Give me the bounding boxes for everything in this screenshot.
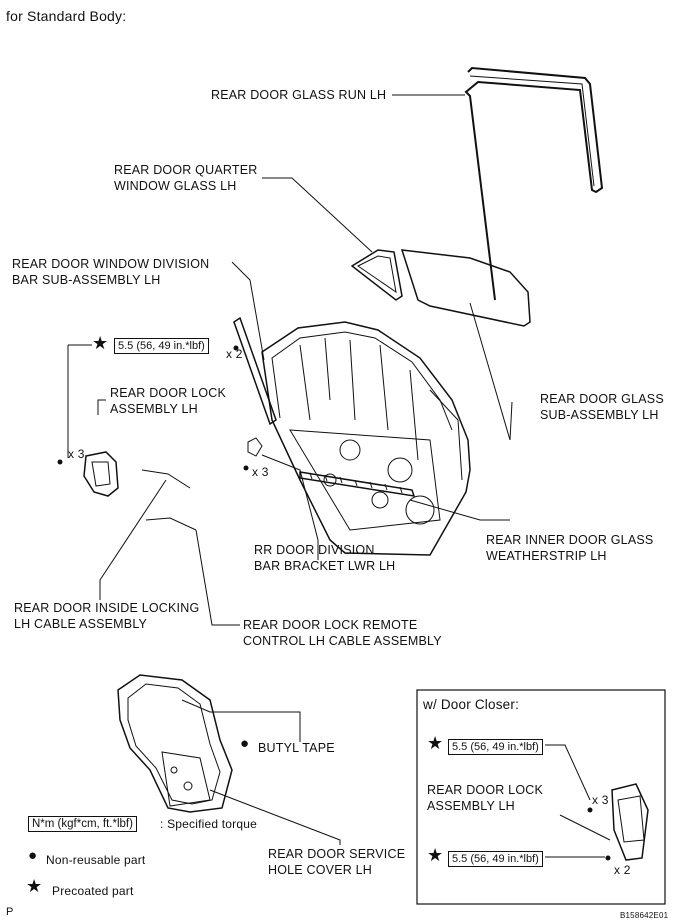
remote-control-cable-drawing	[145, 517, 197, 531]
bracket-drawing	[247, 437, 263, 457]
label-bracket-1: RR DOOR DIVISION	[254, 543, 375, 557]
label-inside-cable-2: LH CABLE ASSEMBLY	[14, 617, 148, 631]
inside-locking-cable-drawing	[141, 469, 191, 489]
inset-title: w/ Door Closer:	[423, 697, 520, 712]
label-butyl-tape: BUTYL TAPE	[258, 741, 335, 755]
precoated-star-icon: ★	[92, 333, 109, 353]
qty-division-screws: x 2	[226, 347, 243, 361]
label-bracket-2: BAR BRACKET LWR LH	[254, 559, 396, 573]
inset-lock-label-1: REAR DOOR LOCK	[427, 783, 544, 797]
closer-lock-drawing	[611, 783, 649, 861]
inset-lock-label-2: ASSEMBLY LH	[427, 799, 515, 813]
inset-star-icon-2: ★	[427, 845, 444, 865]
torque-box-lock: 5.5 (56, 49 in.*lbf)	[114, 338, 209, 354]
label-quarter-glass-2: WINDOW GLASS LH	[114, 179, 237, 193]
glass-run-drawing	[464, 66, 604, 301]
label-service-cover-2: HOLE COVER LH	[268, 863, 373, 877]
footer-left: P	[6, 906, 14, 918]
service-hole-cover-drawing	[117, 674, 233, 813]
footer-code: B158642E01	[620, 911, 669, 920]
label-remote-cable-1: REAR DOOR LOCK REMOTE	[243, 618, 418, 632]
torque-box-closer-1: 5.5 (56, 49 in.*lbf)	[448, 739, 543, 755]
label-door-glass-2: SUB-ASSEMBLY LH	[540, 408, 659, 422]
legend-torque-desc: : Specified torque	[160, 817, 257, 831]
weatherstrip-drawing	[299, 471, 416, 497]
qty-closer-top: x 3	[592, 793, 609, 807]
door-glass-drawing	[400, 249, 531, 327]
label-inside-cable-1: REAR DOOR INSIDE LOCKING	[14, 601, 200, 615]
qty-bracket-bolts: x 3	[252, 465, 269, 479]
label-division-bar-2: BAR SUB-ASSEMBLY LH	[12, 273, 161, 287]
label-door-lock-2: ASSEMBLY LH	[110, 402, 198, 416]
label-glass-run: REAR DOOR GLASS RUN LH	[211, 88, 387, 102]
page-title: for Standard Body:	[6, 8, 127, 24]
label-division-bar-1: REAR DOOR WINDOW DIVISION	[12, 257, 210, 271]
legend-precoated-icon: ★	[26, 876, 43, 896]
door-panel-drawing	[261, 321, 471, 556]
inset-star-icon-1: ★	[427, 733, 444, 753]
non-reusable-dot-icon: ●	[240, 735, 250, 752]
torque-box-closer-2: 5.5 (56, 49 in.*lbf)	[448, 851, 543, 867]
division-bar-drawing	[233, 316, 277, 426]
label-door-glass-1: REAR DOOR GLASS	[540, 392, 664, 406]
legend-torque-box: N*m (kgf*cm, ft.*lbf)	[28, 816, 137, 832]
qty-lock-screws: x 3	[68, 447, 85, 461]
label-quarter-glass-1: REAR DOOR QUARTER	[114, 163, 258, 177]
label-weatherstrip-1: REAR INNER DOOR GLASS	[486, 533, 654, 547]
label-service-cover-1: REAR DOOR SERVICE	[268, 847, 406, 861]
quarter-glass-drawing	[350, 249, 403, 301]
legend-non-reusable-text: Non-reusable part	[46, 853, 146, 867]
label-weatherstrip-2: WEATHERSTRIP LH	[486, 549, 607, 563]
label-door-lock-1: REAR DOOR LOCK	[110, 386, 227, 400]
legend-precoated-text: Precoated part	[52, 884, 134, 898]
label-remote-cable-2: CONTROL LH CABLE ASSEMBLY	[243, 634, 442, 648]
legend-non-reusable-icon: ●	[28, 847, 38, 864]
lock-assembly-drawing	[83, 451, 119, 497]
qty-closer-bottom: x 2	[614, 863, 631, 877]
